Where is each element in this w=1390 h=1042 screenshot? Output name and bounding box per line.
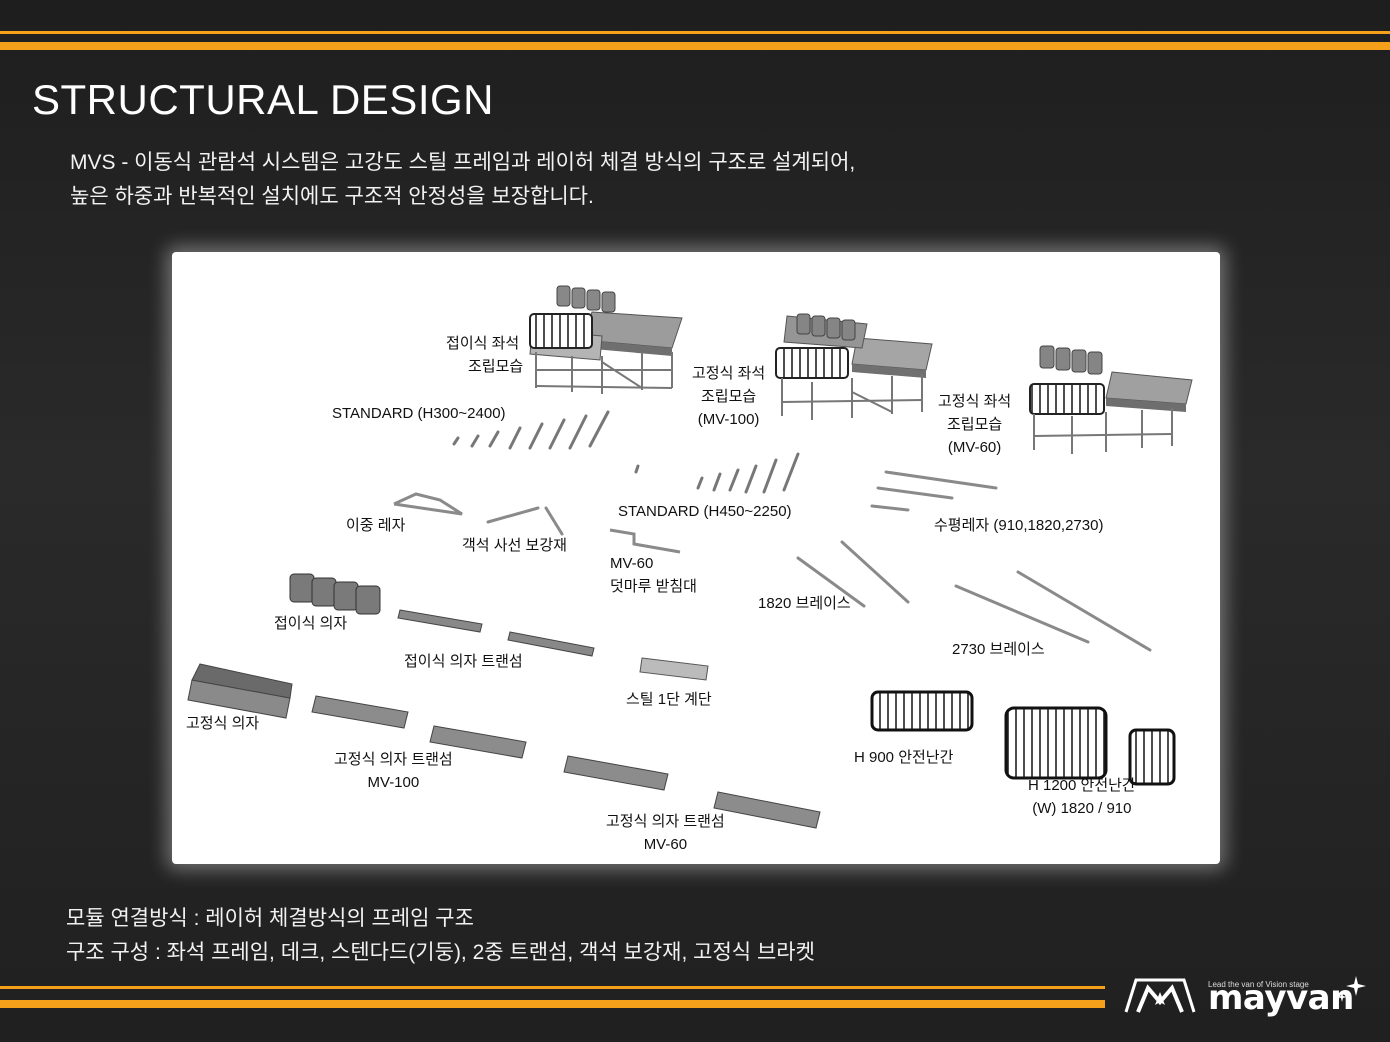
summary-line-2: 구조 구성 : 좌석 프레임, 데크, 스텐다드(기둥), 2중 트랜섬, 객석… bbox=[66, 941, 815, 964]
label-horizontal-ledger: 수평레자 (910,1820,2730) bbox=[934, 517, 1104, 534]
brace-1820-illustration bbox=[796, 540, 910, 608]
label-fixed-chair: 고정식 의자 bbox=[186, 715, 260, 732]
standard-short-illustration bbox=[452, 410, 610, 450]
component-diagram: 접이식 좌석 조립모습 고정식 좌석 조립모습 (MV-100) 고정식 좌석 … bbox=[172, 252, 1220, 864]
component-illustrations bbox=[187, 285, 1193, 829]
label-steel-step: 스틸 1단 계단 bbox=[626, 691, 712, 708]
double-ledger-illustration bbox=[393, 492, 463, 516]
mayvan-logo: Lead the van of Vision stage mayvan bbox=[1120, 966, 1370, 1026]
horizontal-ledger-illustration bbox=[870, 470, 998, 512]
bottom-accent-line-thick bbox=[0, 1000, 1105, 1008]
bottom-accent-line-thin bbox=[0, 986, 1105, 989]
logo-wordmark: mayvan bbox=[1208, 978, 1354, 1018]
standard-long-illustration bbox=[634, 452, 800, 494]
intro-line-2: 높은 하중과 반복적인 설치에도 구조적 안정성을 보장합니다. bbox=[70, 185, 594, 208]
brace-2730-illustration bbox=[954, 570, 1152, 652]
intro-text: MVS - 이동식 관람석 시스템은 고강도 스틸 프레임과 레이허 체결 방식… bbox=[70, 146, 855, 214]
mayvan-emblem-icon bbox=[1124, 978, 1196, 1013]
label-standard-long: STANDARD (H450~2250) bbox=[618, 503, 792, 520]
page-title: STRUCTURAL DESIGN bbox=[32, 76, 494, 123]
folding-chair-illustration bbox=[289, 573, 381, 615]
fixed-transom-mv100-illustration bbox=[311, 695, 527, 759]
label-railing-900: H 900 안전난간 bbox=[854, 749, 954, 766]
fixed-transom-mv60-illustration bbox=[563, 755, 821, 829]
steel-step-illustration bbox=[639, 657, 709, 681]
label-fixed-transom-mv60: 고정식 의자 트랜섬 MV-60 bbox=[606, 813, 725, 853]
label-fixed-seat-assembly-mv60: 고정식 좌석 조립모습 (MV-60) bbox=[938, 393, 1012, 456]
label-standard-short: STANDARD (H300~2400) bbox=[332, 405, 506, 422]
label-double-ledger: 이중 레자 bbox=[346, 517, 406, 534]
intro-line-1: MVS - 이동식 관람석 시스템은 고강도 스틸 프레임과 레이허 체결 방식… bbox=[70, 151, 856, 174]
label-brace-2730: 2730 브레이스 bbox=[952, 641, 1045, 658]
fixed-seat-assembly-mv60-illustration bbox=[1029, 345, 1193, 454]
structure-summary: 모듈 연결방식 : 레이허 체결방식의 프레임 구조 구조 구성 : 좌석 프레… bbox=[66, 902, 815, 970]
label-mv60-support: MV-60 덧마루 받침대 bbox=[610, 555, 697, 595]
summary-line-1: 모듈 연결방식 : 레이허 체결방식의 프레임 구조 bbox=[66, 907, 474, 930]
fixed-seat-assembly-mv100-illustration bbox=[775, 313, 933, 420]
label-fixed-transom-mv100: 고정식 의자 트랜섬 MV-100 bbox=[334, 751, 453, 791]
railing-1200-illustration bbox=[1004, 706, 1176, 786]
top-accent-line-thin bbox=[0, 31, 1390, 34]
mv60-support-illustration bbox=[609, 528, 681, 554]
label-diagonal-brace: 객석 사선 보강재 bbox=[462, 537, 567, 554]
label-folding-chair: 접이식 의자 bbox=[274, 615, 348, 632]
label-folding-seat-assembly: 접이식 좌석 조립모습 bbox=[446, 335, 524, 375]
logo-tagline: Lead the van of Vision stage bbox=[1208, 980, 1309, 989]
label-railing-1200: H 1200 안전난간 (W) 1820 / 910 bbox=[1028, 777, 1136, 817]
folding-seat-assembly-illustration bbox=[529, 285, 683, 394]
diagonal-brace-illustration bbox=[486, 506, 564, 536]
sparkle-star-icon bbox=[1337, 976, 1366, 1002]
label-brace-1820: 1820 브레이스 bbox=[758, 595, 851, 612]
label-folding-transom: 접이식 의자 트랜섬 bbox=[404, 653, 523, 670]
fixed-chair-illustration bbox=[187, 663, 293, 719]
folding-transom-illustration bbox=[397, 609, 595, 657]
railing-900-illustration bbox=[870, 690, 974, 732]
top-accent-line-thick bbox=[0, 42, 1390, 50]
label-fixed-seat-assembly-mv100: 고정식 좌석 조립모습 (MV-100) bbox=[692, 365, 766, 428]
